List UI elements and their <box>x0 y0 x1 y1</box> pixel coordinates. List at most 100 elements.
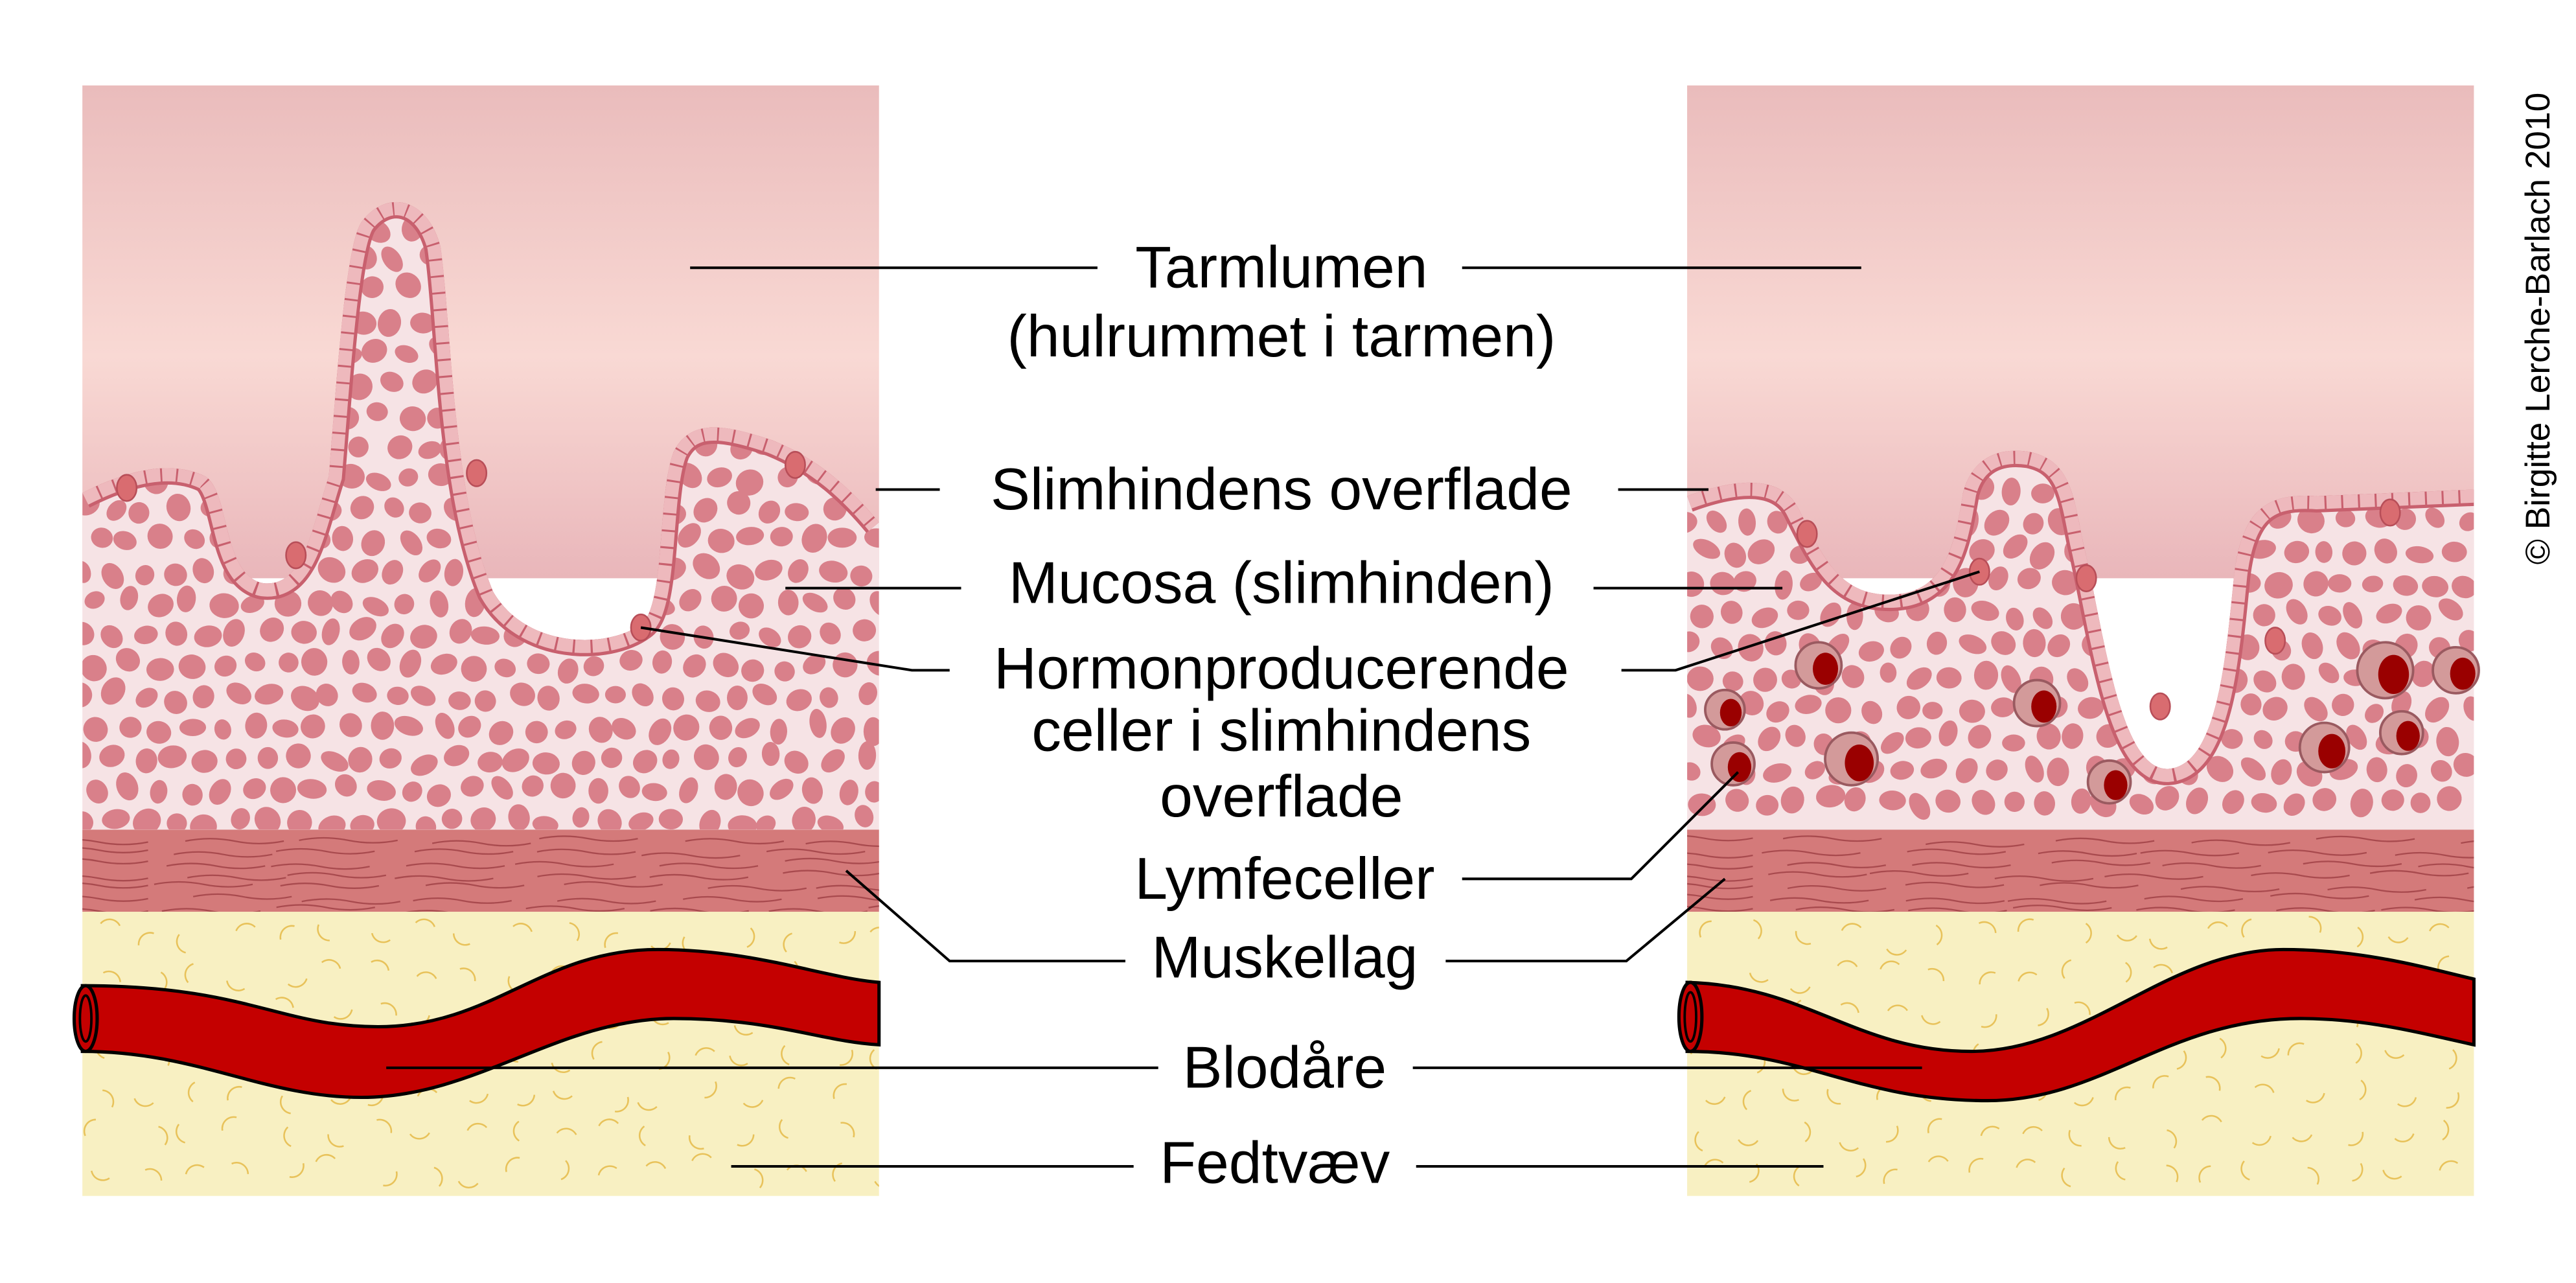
mucosa-cell <box>866 651 879 676</box>
fat-cell-outline <box>2397 1097 2417 1107</box>
hormone-producing-cell <box>285 541 307 570</box>
fat-cell-outline <box>597 1165 617 1176</box>
fat-cell-outline <box>1980 1126 2000 1137</box>
mucosa-cell <box>435 713 455 739</box>
mucosa-cell <box>2240 693 2262 715</box>
label-lumen-sub: (hulrummet i tarmen) <box>1007 303 1556 369</box>
fat-cell-outline <box>1793 1067 1813 1076</box>
hormone-producing-cell <box>116 474 138 502</box>
muscle-fiber <box>1787 862 1886 868</box>
mucosa-cell <box>2438 598 2463 621</box>
mucosa-cell <box>2062 723 2084 749</box>
mucosa-cell <box>82 682 93 708</box>
mucosa-cell <box>2067 668 2089 692</box>
mucosa-cell <box>351 559 379 583</box>
mucosa-cell <box>774 661 795 682</box>
fat-cell-outline <box>1795 930 1811 945</box>
mucosa-cell <box>128 502 150 524</box>
mucosa-cell <box>1720 601 1743 624</box>
mucosa-cell <box>713 653 739 678</box>
fat-cell-outline <box>317 924 330 942</box>
fat-cell-outline <box>2017 918 2034 932</box>
mucosa-cell <box>2458 630 2474 652</box>
mucosa-cell <box>2343 602 2363 629</box>
fat-cell-outline <box>1981 1014 1997 1028</box>
hormone-producing-cell <box>784 450 806 480</box>
leader-muscle-left <box>845 870 1126 963</box>
mucosa-cell <box>2452 575 2474 599</box>
muscle-fiber <box>1762 850 1861 857</box>
mucosa-cell <box>2004 791 2025 813</box>
mucosa-cell <box>537 686 560 711</box>
mucosa-cell <box>1751 607 1778 629</box>
mucosa-cell <box>1841 665 1865 688</box>
label-fat: Fedtvæv <box>1160 1129 1390 1196</box>
fat-cell-outline <box>614 1096 629 1113</box>
mucosa-cell <box>1785 724 1806 747</box>
mucosa-cell <box>332 526 354 551</box>
fat-cell-outline <box>2439 1160 2459 1171</box>
mucosa-cell <box>1880 732 1904 754</box>
muscle-fiber <box>431 840 531 847</box>
mucosa-cell <box>2463 696 2474 721</box>
mucosa-cell <box>582 590 604 618</box>
mucosa-cell <box>255 684 284 705</box>
fat-cell-outline <box>2384 1050 2405 1059</box>
fat-cell-outline <box>1793 1165 1800 1186</box>
muscle-fiber <box>1687 875 1753 882</box>
mucosa-cell <box>430 590 449 618</box>
mucosa-cell <box>448 691 471 710</box>
mucosa-cell <box>148 594 174 618</box>
muscle-fiber <box>2251 872 2350 879</box>
mucosa-cell <box>2158 727 2180 746</box>
mucosa-cell <box>2304 697 2328 722</box>
muscle-fiber <box>536 848 636 855</box>
muscle-fiber <box>2316 835 2415 842</box>
mucosa-cell <box>820 687 838 708</box>
muscle-fiber <box>2104 873 2203 880</box>
mucosa-cell <box>1725 789 1749 812</box>
fat-cell-outline <box>226 980 246 991</box>
muscle-fiber <box>275 848 375 855</box>
fat-cell-outline <box>1927 1118 1942 1133</box>
mucosa-cell <box>821 749 845 773</box>
fat-cell-outline <box>781 1045 790 1066</box>
muscle-fiber <box>1687 852 1753 859</box>
muscle-fiber <box>1687 835 1753 842</box>
mucosa-cell <box>1767 511 1788 534</box>
fat-cell-outline <box>1694 1131 1703 1151</box>
mucosa-cell <box>387 435 413 459</box>
fat-cell-outline <box>383 1171 398 1186</box>
mucosa-cell <box>2170 700 2195 724</box>
mucosa-cell <box>321 751 349 772</box>
fat-cell-outline <box>2073 1097 2094 1107</box>
muscle-fiber <box>2144 896 2244 903</box>
mucosa-cell <box>494 658 516 678</box>
fat-cell-outline <box>1886 948 1907 956</box>
fat-cell-outline <box>1935 924 1943 945</box>
leader-hormone-right <box>1621 570 1980 672</box>
muscle-fiber <box>2327 886 2426 893</box>
epithelium-cells <box>82 202 879 653</box>
mucosa-cell <box>209 779 231 805</box>
muscle-fiber <box>785 857 879 864</box>
fat-cell-outline <box>376 1118 393 1133</box>
muscle-layer <box>82 829 879 912</box>
fat-cell-outline <box>2068 1129 2082 1147</box>
mucosa-cell <box>1733 571 1756 592</box>
mucosa-cell <box>245 712 268 739</box>
fat-cell-outline <box>371 932 391 943</box>
mucosa-cell <box>380 371 404 392</box>
fat-cell-outline <box>231 1162 249 1174</box>
mucosa-cell <box>673 714 700 741</box>
mucosa-cell <box>1880 662 1897 683</box>
mucosa-cell <box>2253 670 2277 693</box>
mucosa-cell <box>470 807 496 830</box>
fat-cell-outline <box>598 1118 619 1127</box>
mucosa-cell <box>352 682 377 703</box>
fat-cell-outline <box>175 1124 186 1144</box>
mucosa-cell <box>726 685 748 711</box>
mucosa-cell <box>308 590 334 616</box>
fat-cell-outline <box>1927 1155 1949 1162</box>
